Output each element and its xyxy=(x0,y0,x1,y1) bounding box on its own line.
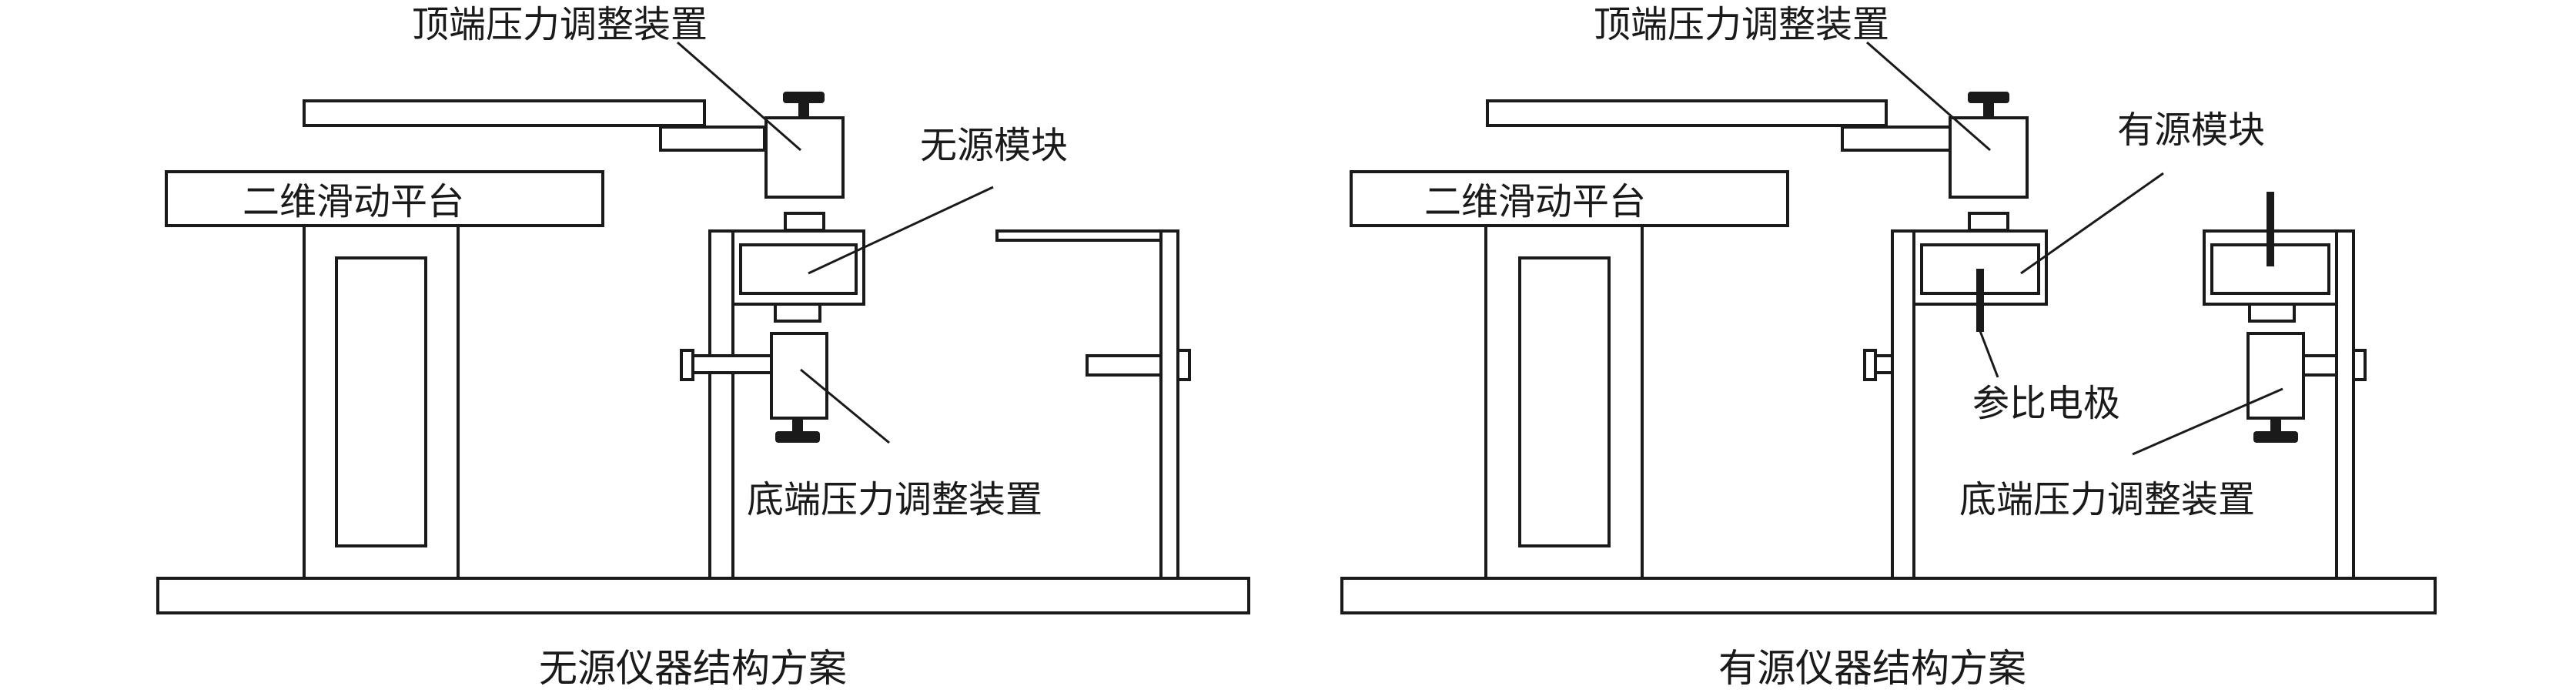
right-clamp-screw xyxy=(1176,349,1191,381)
bottom-adjuster-leader xyxy=(800,368,890,444)
top-arm-bracket xyxy=(659,126,766,152)
column-window xyxy=(335,256,427,547)
bottom-connector xyxy=(774,303,821,323)
sliding-platform-beam xyxy=(165,170,604,227)
top-adjuster-leader xyxy=(677,41,801,152)
right-post xyxy=(2335,229,2355,580)
top-pressure-adjuster xyxy=(1949,116,2029,199)
top-arm-bracket xyxy=(1841,126,1952,152)
clamp-screw xyxy=(680,349,694,381)
bottom-knob xyxy=(775,431,820,443)
top-connector xyxy=(784,212,825,232)
base-plate xyxy=(1340,577,2437,614)
bottom-knob xyxy=(2253,431,2298,443)
clamp-arm xyxy=(1874,354,1894,374)
bottom-knob-shaft xyxy=(792,417,803,433)
top-adjuster-leader xyxy=(1866,41,1991,152)
top-arm xyxy=(1486,99,1888,127)
right-connector xyxy=(2248,303,2296,323)
electrode-leader xyxy=(1979,330,1999,378)
base-plate xyxy=(156,577,1250,614)
module-label: 有源模块 xyxy=(2117,109,2265,152)
top-knob-shaft xyxy=(1983,102,1994,119)
bottom-pressure-adjuster xyxy=(770,332,828,420)
top-adjuster-label: 顶端压力调整装置 xyxy=(412,3,708,46)
right-clamp-arm xyxy=(2302,354,2338,377)
left-post xyxy=(1891,229,1915,580)
passive-module-inner xyxy=(739,243,858,295)
top-arm xyxy=(303,99,706,127)
right-clamp-screw xyxy=(2352,349,2367,381)
passive-caption: 无源仪器结构方案 xyxy=(539,646,847,691)
left-post xyxy=(708,229,734,580)
bottom-knob-shaft xyxy=(2270,417,2281,433)
top-knob xyxy=(783,92,825,103)
active-caption: 有源仪器结构方案 xyxy=(1718,646,2026,691)
platform-label: 二维滑动平台 xyxy=(243,180,464,223)
platform-label: 二维滑动平台 xyxy=(1424,180,1646,223)
top-connector xyxy=(1968,212,2009,232)
bottom-pressure-adjuster xyxy=(2246,332,2305,420)
column-window xyxy=(1518,256,1611,547)
passive-instrument-diagram: 二维滑动平台 顶端压力调整装置 无源模块 底端压力调整装置 无源仪器结 xyxy=(156,3,1250,691)
top-knob xyxy=(1968,92,2009,103)
clamp-arm xyxy=(691,354,773,374)
bottom-adjuster-label: 底端压力调整装置 xyxy=(1959,478,2255,521)
module-leader xyxy=(808,186,994,275)
right-arm-top xyxy=(995,229,1163,242)
top-knob-shaft xyxy=(798,102,809,119)
electrode-label: 参比电极 xyxy=(1972,382,2120,425)
clamp-screw xyxy=(1863,349,1877,381)
reference-electrode xyxy=(1976,269,1984,332)
active-instrument-diagram: 二维滑动平台 顶端压力调整装置 有源模块 参比电极 xyxy=(1340,3,2437,691)
right-clamp-arm xyxy=(1086,354,1163,377)
right-post xyxy=(1159,229,1179,580)
bottom-adjuster-leader xyxy=(2132,387,2283,456)
right-electrode xyxy=(2267,192,2274,266)
sliding-platform-beam xyxy=(1350,170,1789,227)
top-adjuster-label: 顶端压力调整装置 xyxy=(1594,3,1889,46)
bottom-adjuster-label: 底端压力调整装置 xyxy=(747,478,1042,521)
module-label: 无源模块 xyxy=(920,124,1068,167)
module-leader xyxy=(2020,172,2164,275)
